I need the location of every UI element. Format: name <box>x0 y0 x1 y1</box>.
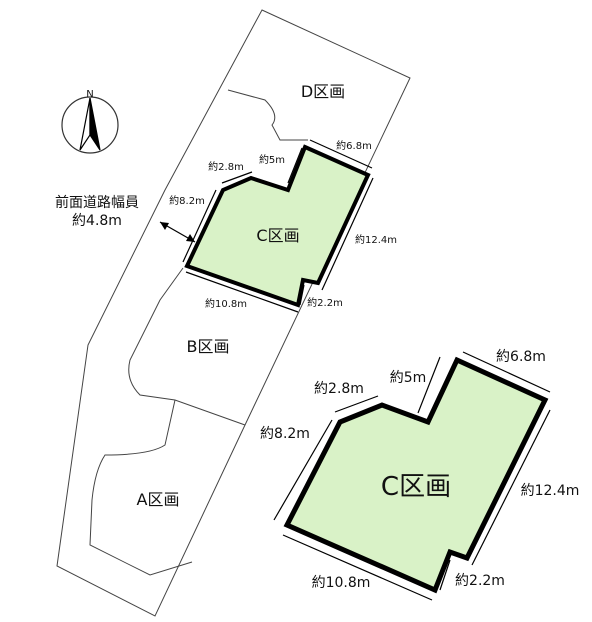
road-width-arrow <box>159 221 196 243</box>
a-lot-divider <box>89 399 193 576</box>
lot-c-site[interactable] <box>184 144 371 308</box>
site-dim-notch-bottom: 約2.2m <box>307 296 343 309</box>
parcel-outlines <box>56 9 411 617</box>
site-dim-notch-top: 約5m <box>259 153 285 166</box>
detail-dim-upper-left: 約2.8m <box>314 381 364 397</box>
detail-title: C区画 <box>381 472 451 502</box>
lot-c-detail[interactable] <box>283 356 549 594</box>
site-dim-right: 約12.4m <box>355 233 397 246</box>
detail-dim-left: 約8.2m <box>260 426 310 442</box>
site-dim-bottom: 約10.8m <box>205 297 247 310</box>
b-lot-divider <box>128 267 246 426</box>
compass-label: N <box>86 89 93 100</box>
detail-dim-notch-top: 約5m <box>390 370 427 386</box>
north-arrow-icon: N <box>61 89 119 154</box>
lot-c-label: C区画 <box>256 226 299 245</box>
detail-dim-right: 約12.4m <box>521 483 580 499</box>
site-dim-upper-left: 約2.8m <box>208 160 244 173</box>
site-dimension-lines <box>182 139 374 313</box>
detail-dim-top: 約6.8m <box>496 349 546 365</box>
lot-d-label: D区画 <box>301 82 345 101</box>
d-lot-divider <box>227 89 308 141</box>
detail-dim-notch-bottom: 約2.2m <box>455 573 505 589</box>
overall-site-boundary <box>56 9 411 617</box>
road-width-value: 約4.8m <box>72 213 122 229</box>
site-dim-top: 約6.8m <box>336 139 372 152</box>
detail-dimension-lines <box>273 351 551 601</box>
detail-dim-bottom: 約10.8m <box>312 575 371 591</box>
site-dim-left: 約8.2m <box>169 194 205 207</box>
road-width-title: 前面道路幅員 <box>55 194 139 211</box>
lot-a-label: A区画 <box>137 490 180 509</box>
lot-b-label: B区画 <box>187 337 230 356</box>
